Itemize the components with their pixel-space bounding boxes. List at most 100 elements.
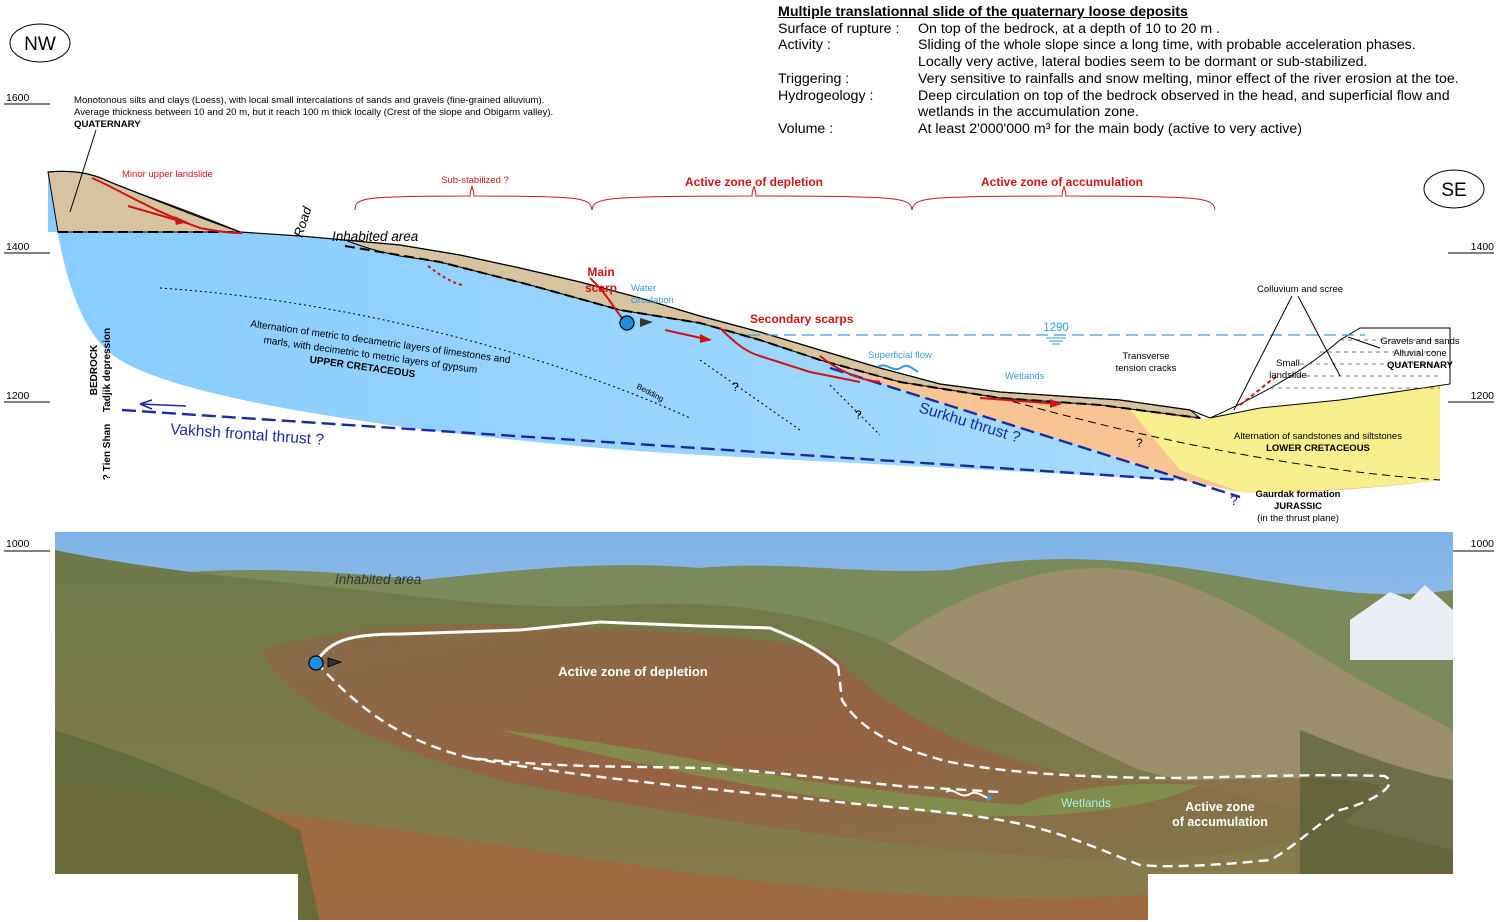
elevation-ticks-right: [1448, 252, 1494, 403]
lower-cretaceous-label-2: LOWER CRETACEOUS: [1266, 443, 1370, 454]
info-value: Sliding of the whole slope since a long …: [918, 37, 1493, 70]
colluvium-leader-1: [1233, 295, 1293, 411]
depletion-zone-lower-outline: [315, 661, 1001, 794]
photo-superficial-flow-icon: [945, 789, 989, 799]
info-key: Triggering :: [778, 70, 850, 87]
cross-section: NW SE 1600 1400 1200 1400 1200 Minor upp…: [4, 23, 1495, 524]
superficial-flow-label: Superficial flow: [868, 350, 932, 361]
quaternary-leader: [69, 129, 97, 213]
nw-label: NW: [24, 34, 56, 55]
vakhsh-thrust-line: [121, 408, 1181, 482]
note-line: Average thickness between 10 and 20 m, b…: [74, 107, 554, 118]
accumulation-zone-outline: [469, 665, 1391, 868]
upper-loess-body: [47, 170, 241, 233]
alluvial-cone: [1209, 327, 1451, 419]
photo-water-circulation-point: [308, 655, 324, 671]
elev-1000-right: 1000: [1471, 538, 1495, 550]
gravels-label-2: Alluvial cone: [1393, 348, 1446, 359]
gaurdak-label-1: Gaurdak formation: [1256, 489, 1341, 500]
info-title: Multiple translationnal slide of the qua…: [778, 4, 1188, 20]
small-landslide-label-1: Small: [1276, 358, 1300, 369]
gaurdak-label-2: JURASSIC: [1274, 501, 1322, 512]
small-landslide-label-2: landslide: [1269, 370, 1307, 381]
question-mark-2: ?: [855, 408, 862, 422]
info-line: wetlands in the accumulation zone.: [918, 104, 1139, 121]
info-key: Hydrogeology :: [778, 87, 874, 104]
red-arrowheads: [174, 216, 1062, 408]
info-value: Deep circulation on top of the bedrock o…: [918, 88, 1493, 121]
bedrock-body: [48, 172, 1180, 480]
note-unit: QUATERNARY: [74, 119, 141, 130]
lower-cretaceous-body: [1130, 384, 1440, 493]
info-key: Surface of rupture :: [778, 20, 900, 37]
surkhu-thrust-line: [829, 366, 1241, 499]
tension-cracks-label-1: Transverse: [1122, 351, 1169, 362]
main-scarp-label-2: scarp: [585, 281, 617, 295]
info-row-triggering: Triggering : Very sensitive to rainfalls…: [778, 71, 1493, 88]
active-depletion-label: Active zone of depletion: [685, 175, 823, 189]
water-circulation-label-1: Water: [631, 283, 656, 294]
gravels-leader: [1347, 336, 1381, 349]
elev-1400-right: 1400: [1471, 241, 1495, 253]
question-mark-3: ?: [1136, 436, 1143, 450]
photo-inhabited-area-label: Inhabited area: [335, 572, 422, 587]
info-value: At least 2'000'000 m³ for the main body …: [918, 120, 1302, 137]
colluvium-leader-2: [1297, 295, 1341, 377]
info-row-volume: Volume : At least 2'000'000 m³ for the m…: [778, 121, 1493, 138]
elev-1600-left: 1600: [6, 92, 30, 104]
info-value: On top of the bedrock, at a depth of 10 …: [918, 20, 1221, 37]
sub-stabilized-label: Sub-stabilized ?: [441, 175, 509, 186]
elev-1000-left: 1000: [6, 538, 30, 550]
note-line: Monotonous silts and clays (Loess), with…: [74, 95, 545, 106]
tien-shan-label: ? Tien Shan: [102, 424, 113, 481]
colluvium-label: Colluvium and scree: [1257, 284, 1343, 295]
info-value: Very sensitive to rainfalls and snow mel…: [918, 70, 1459, 87]
wetlands-label: Wetlands: [1005, 371, 1045, 382]
gravels-label-3: QUATERNARY: [1387, 360, 1454, 371]
bedrock-side-label-2: Tadjik depression: [102, 328, 113, 412]
info-line: Deep circulation on top of the bedrock o…: [918, 87, 1450, 104]
water-level-symbol: [1046, 337, 1066, 345]
gaurdak-label-3: (in the thrust plane): [1257, 513, 1339, 524]
vakhsh-arrow: [139, 399, 187, 410]
bedding-lines: [159, 287, 881, 436]
elev-1200-right: 1200: [1471, 390, 1495, 402]
se-label: SE: [1441, 180, 1466, 201]
question-mark-1: ?: [732, 380, 739, 394]
photo-depletion-label: Active zone of depletion: [558, 664, 708, 679]
quaternary-note: Monotonous silts and clays (Loess), with…: [74, 95, 553, 131]
info-row-rupture: Surface of rupture : On top of the bedro…: [778, 21, 1493, 38]
main-scarp-label-1: Main: [587, 265, 614, 279]
superficial-flow-icon: [877, 364, 919, 373]
photo-accumulation-label-2: of accumulation: [1172, 815, 1268, 829]
water-circulation-arrow: [640, 318, 653, 327]
info-panel: Multiple translationnal slide of the qua…: [778, 4, 1493, 138]
secondary-scarps-label: Secondary scarps: [750, 312, 854, 326]
tension-cracks-label-2: tension cracks: [1116, 363, 1177, 374]
se-badge: [1423, 169, 1485, 209]
landslide-photo: 1000 1000: [4, 532, 1495, 920]
elev-1400-left: 1400: [6, 241, 30, 253]
info-row-hydrogeology: Hydrogeology : Deep circulation on top o…: [778, 88, 1493, 121]
photo-accumulation-label-1: Active zone: [1185, 800, 1255, 814]
vakhsh-thrust-label: Vakhsh frontal thrust ?: [170, 421, 325, 449]
photo-flow-arrowhead: [986, 794, 992, 802]
photo-wetlands-label: Wetlands: [1061, 796, 1111, 810]
active-accumulation-label: Active zone of accumulation: [981, 175, 1143, 189]
inhabited-area-label: Inhabited area: [332, 229, 419, 244]
elevation-ticks-left: [4, 103, 50, 403]
info-line: Sliding of the whole slope since a long …: [918, 37, 1416, 54]
info-row-activity: Activity : Sliding of the whole slope si…: [778, 37, 1493, 70]
zone-brackets: [354, 185, 1216, 211]
photo-water-circulation-arrow: [327, 657, 343, 668]
info-line: Locally very active, lateral bodies seem…: [918, 54, 1368, 71]
nw-badge: [9, 23, 71, 63]
orange-zone: [820, 362, 1180, 470]
water-circulation-label-2: circulation: [631, 295, 674, 306]
depletion-zone-top-outline: [314, 620, 839, 668]
info-key: Volume :: [778, 120, 834, 137]
road-label: Road: [291, 204, 315, 239]
lower-cretaceous-contact: [999, 397, 1441, 481]
minor-upper-landslide-label: Minor upper landslide: [122, 169, 213, 180]
elev-1200-left: 1200: [6, 390, 30, 402]
